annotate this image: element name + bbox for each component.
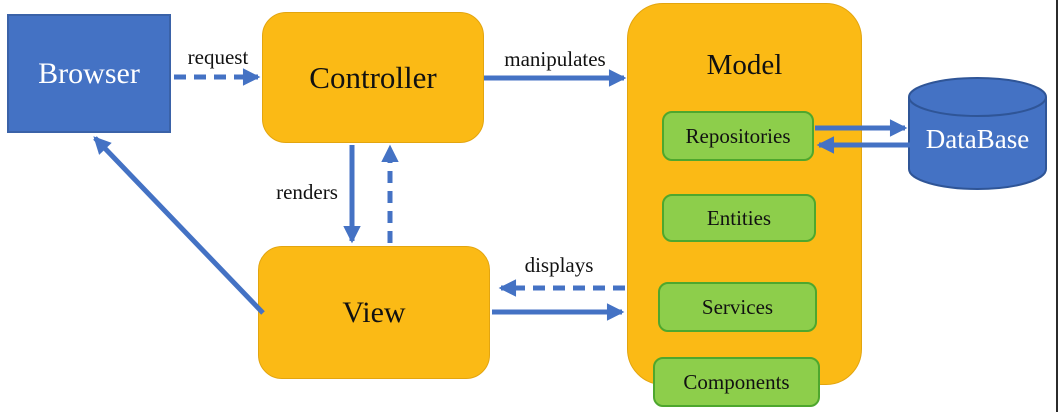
node-entities: Entities xyxy=(662,194,816,242)
edge-request-label: request xyxy=(187,45,249,69)
node-model: Model Repositories Entities Services Com… xyxy=(627,3,862,407)
edge-renders-label: renders xyxy=(276,180,338,204)
node-browser: Browser xyxy=(7,14,171,133)
node-entities-label: Entities xyxy=(706,205,772,230)
edge-view-to-browser-arrow xyxy=(93,136,265,315)
node-components: Components xyxy=(653,357,820,407)
database-cylinder-shape xyxy=(908,77,1047,190)
node-view-label: View xyxy=(342,295,406,329)
node-database-label: DataBase xyxy=(925,124,1030,154)
node-services: Services xyxy=(658,282,817,332)
node-controller: Controller xyxy=(262,12,484,143)
node-repositories: Repositories xyxy=(662,111,814,161)
node-view: View xyxy=(258,246,490,379)
node-model-label: Model xyxy=(706,49,783,81)
edge-manipulates-label: manipulates xyxy=(504,47,606,71)
node-repositories-label: Repositories xyxy=(685,123,791,148)
right-edge-divider xyxy=(1056,0,1058,412)
node-controller-label: Controller xyxy=(309,59,437,95)
node-database xyxy=(907,76,1048,192)
node-components-label: Components xyxy=(683,369,790,394)
edge-displays-label: displays xyxy=(524,253,594,277)
node-browser-label: Browser xyxy=(38,56,140,90)
node-services-label: Services xyxy=(701,294,774,319)
